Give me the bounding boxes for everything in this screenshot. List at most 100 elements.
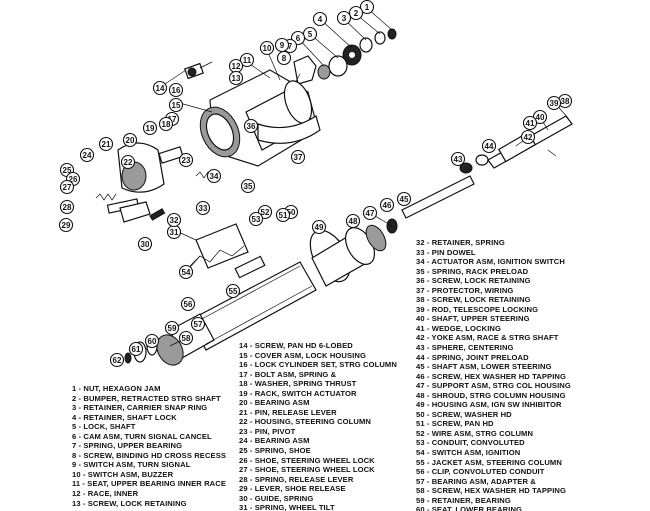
legend-entry: 10 - SWITCH ASM, BUZZER — [72, 469, 174, 479]
legend-entry: 52 - WIRE ASM, STRG COLUMN — [416, 428, 534, 438]
legend-entry: 35 - SPRING, RACK PRELOAD — [416, 266, 529, 276]
callout-number: 38 — [561, 97, 570, 106]
callout-4: 4 — [312, 11, 328, 27]
callout-19: 19 — [142, 120, 158, 136]
callout-3: 3 — [336, 10, 352, 26]
callout-number: 21 — [102, 140, 111, 149]
callout-number: 2 — [354, 9, 359, 18]
callout-12: 12 — [228, 58, 244, 74]
callout-number: 62 — [113, 356, 122, 365]
legend-entry: 27 - SHOE, STEERING WHEEL LOCK — [239, 465, 375, 475]
callout-41: 41 — [522, 115, 538, 131]
callout-number: 34 — [210, 172, 219, 181]
callout-58: 58 — [178, 330, 194, 346]
callout-number: 4 — [318, 15, 323, 24]
legend-entry: 59 - RETAINER, BEARING — [416, 495, 511, 505]
legend-entry: 53 - CONDUIT, CONVOLUTED — [416, 438, 525, 448]
legend-entry: 34 - ACTUATOR ASM, IGNITION SWITCH — [416, 257, 565, 267]
callout-51: 51 — [275, 207, 291, 223]
part-ignition-switch — [189, 223, 266, 279]
part-column-shroud — [309, 218, 398, 287]
callout-number: 28 — [63, 203, 72, 212]
callout-number: 3 — [342, 14, 347, 23]
legend-entry: 22 - HOUSING, STEERING COLUMN — [239, 417, 372, 427]
callout-number: 5 — [308, 30, 313, 39]
callout-43: 43 — [450, 151, 466, 167]
legend-entry: 28 - SPRING, RELEASE LEVER — [239, 474, 354, 484]
legend-entry: 18 - WASHER, SPRING THRUST — [239, 379, 357, 389]
callout-number: 20 — [126, 136, 135, 145]
callout-33: 33 — [195, 200, 211, 216]
callout-number: 48 — [349, 217, 358, 226]
callout-number: 18 — [162, 120, 171, 129]
callout-number: 53 — [252, 215, 261, 224]
callout-number: 6 — [296, 34, 301, 43]
legend-entry: 14 - SCREW, PAN HD 6-LOBED — [239, 341, 353, 350]
part-upper-steering-shaft — [459, 115, 573, 174]
callout-number: 45 — [400, 195, 409, 204]
callout-62: 62 — [109, 352, 125, 368]
callout-8: 8 — [276, 50, 292, 66]
callout-number: 57 — [194, 320, 203, 329]
callout-number: 37 — [294, 153, 303, 162]
legend-entry: 9 - SWITCH ASM, TURN SIGNAL — [72, 460, 191, 470]
callout-number: 56 — [184, 300, 193, 309]
callout-16: 16 — [168, 82, 184, 98]
legend-entry: 16 - LOCK CYLINDER SET, STRG COLUMN — [239, 360, 397, 370]
legend-entry: 31 - SPRING, WHEEL TILT — [239, 503, 335, 511]
callout-number: 26 — [69, 175, 78, 184]
callout-1: 1 — [359, 0, 375, 15]
callout-number: 39 — [550, 99, 559, 108]
callout-number: 44 — [485, 142, 494, 151]
callout-number: 60 — [148, 337, 157, 346]
callout-61: 61 — [128, 341, 144, 357]
callout-number: 46 — [383, 201, 392, 210]
callout-number: 33 — [199, 204, 208, 213]
callout-13: 13 — [228, 70, 244, 86]
callout-60: 60 — [144, 333, 160, 349]
legend-entry: 38 - SCREW, LOCK RETAINING — [416, 295, 531, 305]
legend-entry: 33 - PIN DOWEL — [416, 247, 476, 257]
callout-48: 48 — [345, 213, 361, 229]
callout-57: 57 — [190, 316, 206, 332]
legend-entry: 42 - YOKE ASM, RACE & STRG SHAFT — [416, 333, 559, 343]
callout-number: 11 — [243, 56, 252, 65]
callout-53: 53 — [248, 211, 264, 227]
callout-54: 54 — [178, 264, 194, 280]
callout-number: 15 — [172, 101, 181, 110]
callout-number: 58 — [182, 334, 191, 343]
callout-number: 8 — [282, 54, 287, 63]
legend-entry: 60 - SEAT, LOWER BEARING — [416, 505, 523, 511]
callout-number: 51 — [279, 211, 288, 220]
legend-entry: 19 - RACK, SWITCH ACTUATOR — [239, 388, 357, 398]
callout-number: 16 — [172, 86, 181, 95]
legend-entry: 15 - COVER ASM, LOCK HOUSING — [239, 350, 366, 360]
legend-entry: 37 - PROTECTOR, WIRING — [416, 285, 514, 295]
legend-entry: 17 - BOLT ASM, SPRING & — [239, 369, 337, 379]
callout-21: 21 — [98, 136, 114, 152]
legend-entry: 39 - ROD, TELESCOPE LOCKING — [416, 304, 539, 314]
callout-number: 36 — [247, 122, 256, 131]
legend-entry: 41 - WEDGE, LOCKING — [416, 323, 502, 333]
callout-number: 50 — [287, 208, 296, 217]
legend-entry: 32 - RETAINER, SPRING — [416, 238, 505, 247]
callout-27: 27 — [59, 179, 75, 195]
callout-22: 22 — [120, 154, 136, 170]
legend-entry: 11 - SEAT, UPPER BEARING INNER RACE — [72, 479, 226, 489]
callout-30: 30 — [137, 236, 153, 252]
callout-31: 31 — [166, 224, 182, 240]
callout-number: 47 — [366, 209, 375, 218]
callout-number: 40 — [536, 113, 545, 122]
legend-entry: 51 - SCREW, PAN HD — [416, 419, 494, 429]
callout-9: 9 — [274, 37, 290, 53]
callout-28: 28 — [59, 199, 75, 215]
part-lock-cylinder — [184, 61, 213, 80]
legend-entry: 40 - SHAFT, UPPER STEERING — [416, 314, 530, 324]
legend-entry: 55 - JACKET ASM, STEERING COLUMN — [416, 457, 562, 467]
callout-number: 52 — [261, 208, 270, 217]
callout-34: 34 — [206, 168, 222, 184]
